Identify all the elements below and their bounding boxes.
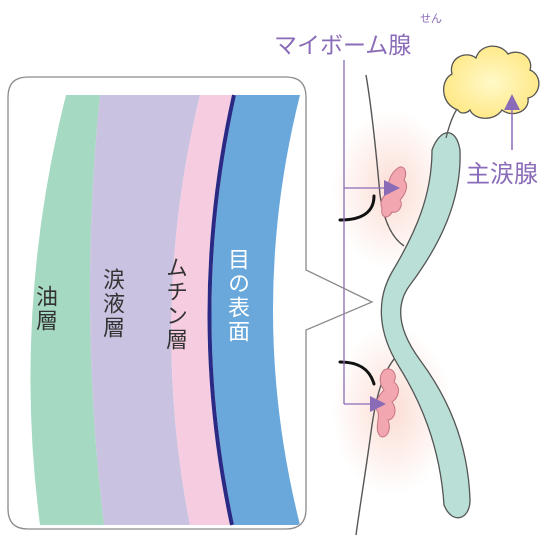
tear-film-callout — [7, 76, 374, 530]
lower-eyelash — [338, 360, 376, 386]
upper-eyelash — [338, 194, 376, 222]
oil-layer — [30, 95, 104, 525]
lower-meibomian-gland — [375, 368, 399, 438]
arrow-right-icon — [384, 180, 400, 196]
eye-surface — [211, 95, 300, 525]
lower-eyelid-outline — [355, 349, 405, 536]
upper-eyelid-outline — [365, 74, 405, 247]
lacrimal-gland-label: 主涙腺 — [466, 160, 538, 188]
arrow-up-icon — [504, 94, 520, 110]
eye-cross-section — [332, 45, 540, 536]
mucin-layer-label: ムチン層 — [162, 256, 187, 352]
lacrimal-gland — [443, 45, 540, 119]
tear-layer-label: 涙液層 — [99, 268, 124, 340]
oil-layer-label: 油層 — [32, 285, 57, 333]
arrow-right-icon — [370, 396, 386, 412]
meibomian-gland-label: マイボーム腺 — [274, 33, 412, 59]
tear-layer — [89, 95, 200, 525]
meibomian-gland-ruby: せん — [420, 12, 442, 25]
eye-surface-label: 目の表面 — [224, 248, 249, 344]
mucin-layer — [171, 95, 232, 525]
callout-frame — [7, 76, 374, 530]
mucin-eye-boundary — [207, 94, 236, 526]
cornea-band — [380, 132, 471, 519]
